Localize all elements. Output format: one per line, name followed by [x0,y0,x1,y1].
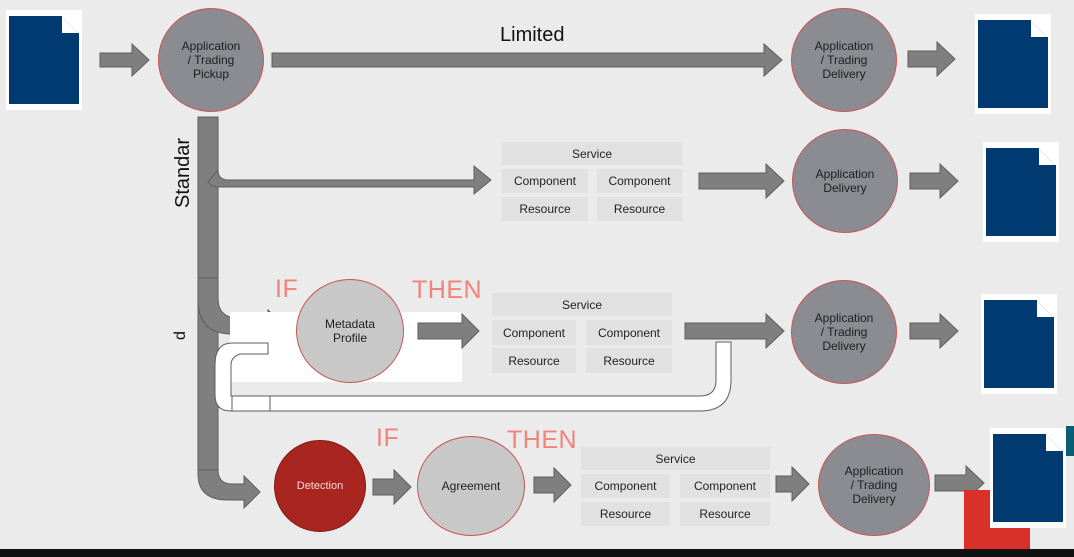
branch-row4-arrow [197,469,261,510]
arrow-metadata-to-service [417,312,480,350]
standard-label-line2: d [172,331,189,340]
service-cell: Service [492,293,672,316]
node-agreement: Agreement [417,436,525,536]
component-cell: Component [492,320,576,345]
arrow-row2-delivery-to-doc [909,162,959,200]
document-icon [6,10,82,110]
arrow-doc-to-pickup [99,42,150,78]
node-metadata-profile: Metadata Profile [296,279,404,383]
node-delivery-row1: Application / Trading Delivery [791,8,897,112]
then-keyword: THEN [507,426,578,454]
node-detection: Detection [274,440,366,532]
resource-cell: Resource [680,502,770,526]
resource-cell: Resource [581,502,670,526]
document-icon [981,294,1057,394]
document-icon [990,428,1066,528]
service-cell: Service [502,142,682,165]
bottom-border [0,549,1074,557]
teal-accent-bar [1066,426,1074,456]
arrow-detection-to-agreement [372,468,412,506]
resource-cell: Resource [586,348,672,373]
if-keyword: IF [275,275,299,303]
standard-label: Standar d [172,134,210,340]
component-cell: Component [502,169,588,193]
resource-cell: Resource [597,197,682,221]
node-pickup: Application / Trading Pickup [158,8,264,112]
arrow-agreement-to-service [533,466,572,504]
resource-cell: Resource [502,197,588,221]
limited-label: Limited [500,24,565,46]
return-loop-stub [231,395,271,412]
resource-cell: Resource [492,348,576,373]
component-cell: Component [586,320,672,345]
arrow-row4-service-to-delivery [775,465,810,503]
then-keyword: THEN [412,276,483,304]
document-icon [983,142,1059,242]
component-cell: Component [581,474,670,498]
arrow-delivery1-to-doc [907,40,956,78]
arrow-row3-service-to-delivery [684,312,785,350]
node-delivery-row4: Application / Trading Delivery [818,434,930,536]
component-cell: Component [680,474,770,498]
if-keyword: IF [376,424,400,452]
branch-row2-arrow [207,164,492,196]
component-cell: Component [597,169,682,193]
arrow-row3-delivery-to-doc [909,312,959,350]
standard-label-line1: Standar [172,137,194,208]
service-cell: Service [581,447,770,470]
node-delivery-row3: Application / Trading Delivery [791,280,897,384]
node-delivery-row2: Application Delivery [792,129,898,233]
arrow-limited [271,42,783,78]
arrow-row2-service-to-delivery [698,162,785,200]
document-icon [975,14,1051,114]
